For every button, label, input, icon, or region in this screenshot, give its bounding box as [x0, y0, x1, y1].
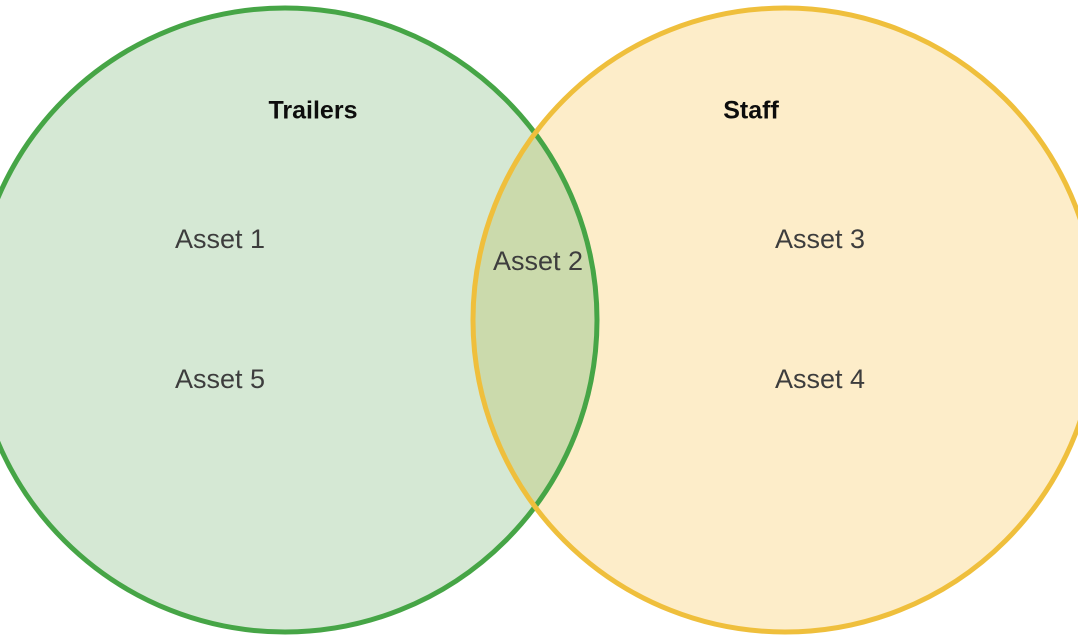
list-item[interactable]: Asset 1	[175, 224, 265, 254]
list-item[interactable]: Asset 3	[775, 224, 865, 254]
list-item[interactable]: Asset 2	[493, 246, 583, 276]
trailers-circle-outline	[0, 5, 600, 635]
list-item[interactable]: Asset 5	[175, 364, 265, 394]
staff-circle-outline	[470, 5, 1078, 635]
trailers-set-title: Trailers	[269, 97, 358, 125]
trailers-circle-fill[interactable]	[0, 8, 597, 632]
list-item[interactable]: Asset 4	[775, 364, 865, 394]
staff-circle-fill[interactable]	[473, 8, 1078, 632]
staff-set-title: Staff	[723, 97, 779, 125]
